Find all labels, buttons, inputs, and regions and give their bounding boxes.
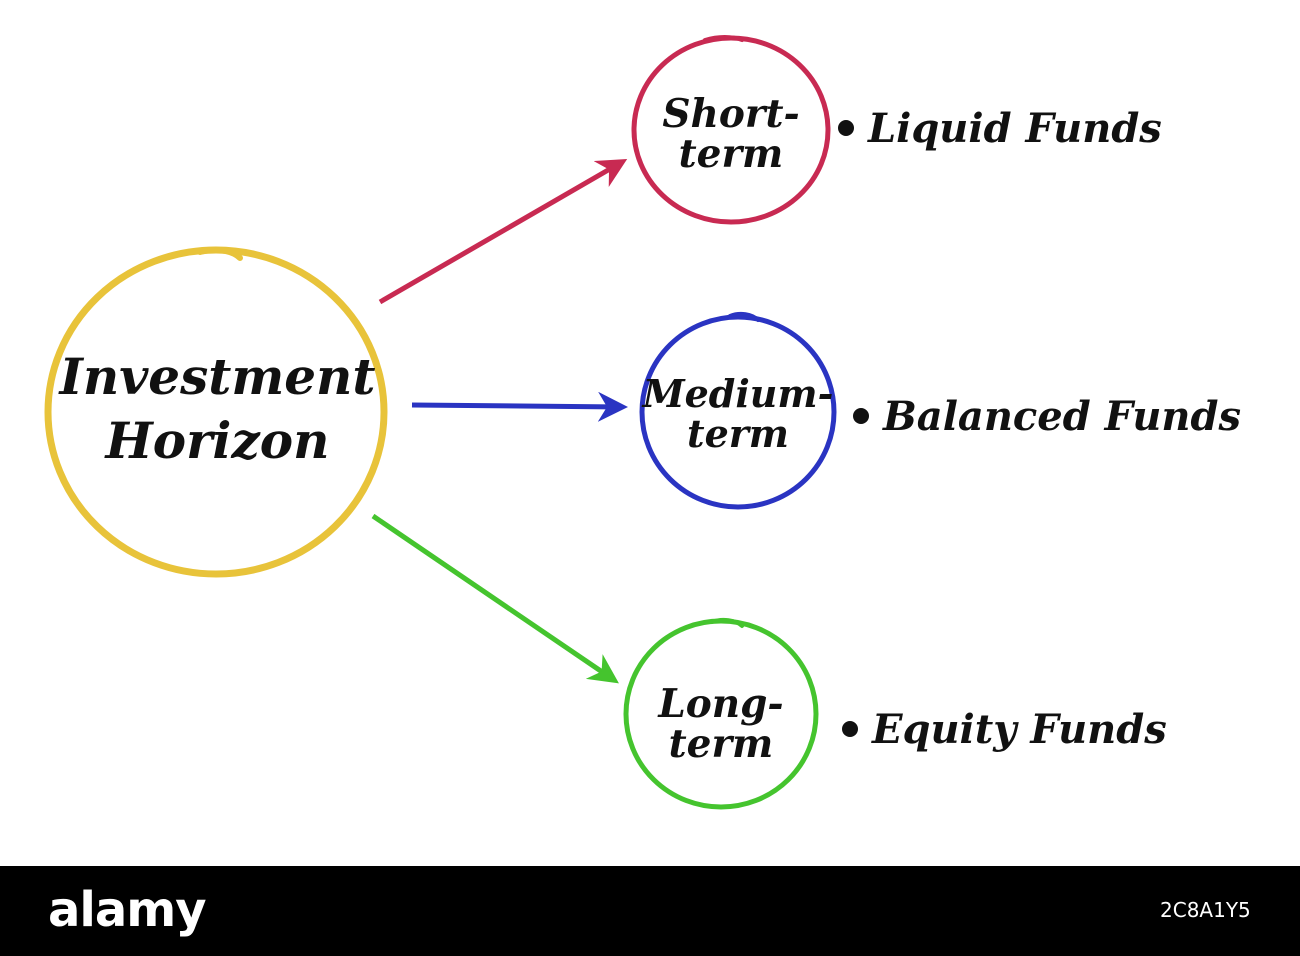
fund-item-equity: Equity Funds [842, 706, 1167, 753]
center-label-line1: Investment [59, 347, 376, 406]
fund-item-balanced: Balanced Funds [853, 393, 1241, 440]
medium-term-label: Medium- term [638, 374, 838, 454]
long-term-circle-stroke-tail [710, 617, 744, 628]
medium-term-label-line2: term [687, 411, 789, 456]
fund-label: Equity Funds [872, 706, 1167, 753]
bullet-dot-icon [842, 721, 858, 737]
center-label: Investment Horizon [40, 345, 395, 473]
long-term-label: Long- term [621, 684, 821, 764]
fund-label: Liquid Funds [868, 105, 1162, 152]
medium-term-label-line1: Medium- [642, 371, 834, 416]
medium-term-circle-stroke-tail [728, 311, 760, 322]
arrow-to-long-term [371, 513, 619, 684]
bullet-dot-icon [838, 120, 854, 136]
long-term-label-line2: term [668, 721, 774, 767]
short-term-label: Short- term [631, 94, 831, 174]
diagram-canvas: Investment Horizon Short- term Medium- t… [40, 35, 1241, 810]
center-label-line2: Horizon [105, 411, 330, 470]
short-term-circle-stroke-tail [703, 35, 744, 42]
watermark-footer: alamy 2C8A1Y5 [0, 866, 1300, 956]
arrow-to-medium-term [411, 391, 628, 422]
short-term-label-line2: term [678, 131, 784, 177]
fund-item-liquid: Liquid Funds [838, 105, 1162, 152]
brand-logo: alamy [48, 882, 207, 938]
diagram-graphics [44, 35, 837, 810]
arrow-to-short-term [378, 158, 628, 305]
center-circle-stroke-tail [197, 247, 243, 261]
bullet-dot-icon [853, 408, 869, 424]
long-term-label-line1: Long- [658, 681, 784, 727]
image-reference: 2C8A1Y5 [1160, 898, 1251, 922]
fund-label: Balanced Funds [883, 393, 1241, 440]
short-term-label-line1: Short- [662, 91, 800, 137]
medium-term-circle [639, 314, 837, 510]
